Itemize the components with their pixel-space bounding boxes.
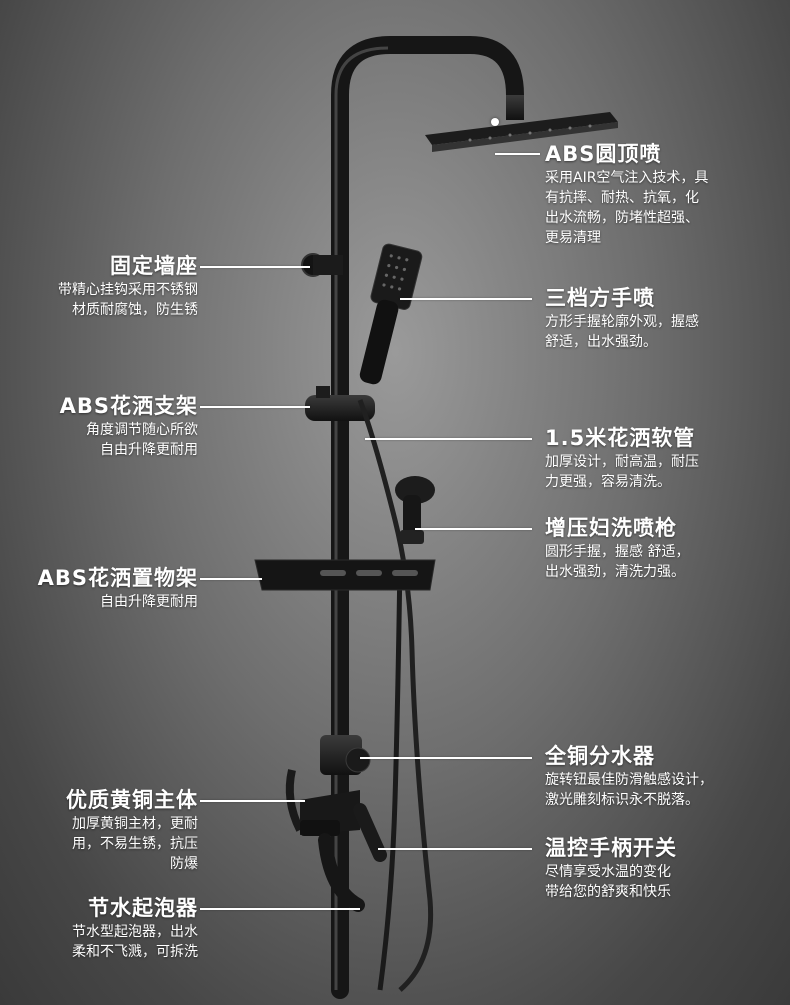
callout-title: ABS圆顶喷 bbox=[545, 142, 662, 166]
connector-line bbox=[400, 298, 532, 300]
abs-shower-bracket bbox=[305, 395, 375, 421]
main-riser-pipe bbox=[331, 36, 524, 999]
callout-title: 增压妇洗喷枪 bbox=[545, 516, 677, 540]
connector-dot bbox=[491, 118, 499, 126]
callout-desc: 旋转钮最佳防滑触感设计， 激光雕刻标识永不脱落。 bbox=[545, 772, 713, 808]
connector-line bbox=[365, 438, 532, 440]
connector-line bbox=[200, 908, 360, 910]
callout-title: 优质黄铜主体 bbox=[66, 788, 198, 812]
connector-line bbox=[360, 757, 532, 759]
callout-abs-top-shower: ABS圆顶喷 采用AIR空气注入技术，具 有抗摔、耐热、抗氧，化 出水流畅，防堵… bbox=[545, 140, 708, 248]
shower-head-neck bbox=[506, 95, 524, 120]
callout-desc: 采用AIR空气注入技术，具 有抗摔、耐热、抗氧，化 出水流畅，防堵性超强、 更易… bbox=[545, 170, 709, 246]
bidet-spray-gun bbox=[395, 476, 435, 544]
callout-desc: 角度调节随心所欲 自由升降更耐用 bbox=[86, 422, 198, 458]
callout-desc: 带精心挂钩采用不锈钢 材质耐腐蚀，防生锈 bbox=[58, 282, 198, 318]
callout-title: 三档方手喷 bbox=[545, 286, 655, 310]
callout-title: 固定墙座 bbox=[110, 254, 198, 278]
callout-desc: 尽情享受水温的变化 带给您的舒爽和快乐 bbox=[545, 864, 671, 900]
connector-line bbox=[415, 528, 532, 530]
connector-line bbox=[378, 848, 532, 850]
callout-wall-mount: 固定墙座 带精心挂钩采用不锈钢 材质耐腐蚀，防生锈 bbox=[58, 252, 198, 320]
callout-shelf: ABS花洒置物架 自由升降更耐用 bbox=[38, 564, 198, 612]
callout-desc: 节水型起泡器，出水 柔和不飞溅，可拆洗 bbox=[72, 924, 198, 960]
callout-aerator: 节水起泡器 节水型起泡器，出水 柔和不飞溅，可拆洗 bbox=[72, 894, 198, 962]
abs-top-shower-head bbox=[425, 112, 618, 145]
callout-thermo-handle: 温控手柄开关 尽情享受水温的变化 带给您的舒爽和快乐 bbox=[545, 834, 677, 902]
connector-line bbox=[200, 800, 305, 802]
callout-shower-bracket: ABS花洒支架 角度调节随心所欲 自由升降更耐用 bbox=[60, 392, 198, 460]
mixer-body bbox=[285, 735, 387, 912]
callout-desc: 加厚设计，耐高温，耐压 力更强，容易清洗。 bbox=[545, 454, 699, 490]
callout-title: 温控手柄开关 bbox=[545, 836, 677, 860]
callout-title: 全铜分水器 bbox=[545, 744, 655, 768]
connector-line bbox=[495, 153, 540, 155]
square-hand-shower bbox=[359, 243, 423, 385]
callout-brass-body: 优质黄铜主体 加厚黄铜主材，更耐 用，不易生锈，抗压 防爆 bbox=[66, 786, 198, 874]
callout-title: ABS花洒置物架 bbox=[37, 566, 198, 590]
callout-diverter: 全铜分水器 旋转钮最佳防滑触感设计， 激光雕刻标识永不脱落。 bbox=[545, 742, 713, 810]
shower-hose bbox=[357, 399, 434, 992]
callout-desc: 自由升降更耐用 bbox=[100, 594, 198, 610]
connector-line bbox=[200, 406, 310, 408]
callout-hand-shower: 三档方手喷 方形手握轮廓外观，握感 舒适，出水强劲。 bbox=[545, 284, 699, 352]
callout-bidet-spray: 增压妇洗喷枪 圆形手握，握感 舒适， 出水强劲，清洗力强。 bbox=[545, 514, 689, 582]
abs-shelf bbox=[254, 559, 436, 591]
connector-line bbox=[200, 578, 262, 580]
callout-title: 1.5米花洒软管 bbox=[545, 426, 696, 450]
callout-title: ABS花洒支架 bbox=[59, 394, 198, 418]
shower-head-nozzles bbox=[468, 124, 592, 142]
callout-desc: 加厚黄铜主材，更耐 用，不易生锈，抗压 防爆 bbox=[72, 816, 198, 872]
callout-title: 节水起泡器 bbox=[88, 896, 198, 920]
callout-desc: 圆形手握，握感 舒适， 出水强劲，清洗力强。 bbox=[545, 544, 690, 580]
callout-desc: 方形手握轮廓外观，握感 舒适，出水强劲。 bbox=[545, 314, 699, 350]
connector-line bbox=[200, 266, 310, 268]
callout-hose: 1.5米花洒软管 加厚设计，耐高温，耐压 力更强，容易清洗。 bbox=[545, 424, 699, 492]
